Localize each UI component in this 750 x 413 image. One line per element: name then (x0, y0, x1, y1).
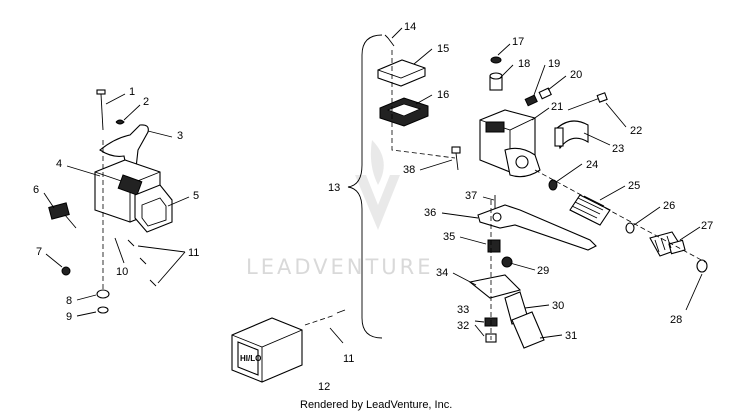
callout-35: 35 (443, 231, 455, 243)
callout-1: 1 (129, 86, 135, 98)
screw-11b (336, 309, 346, 314)
hilo-switch-12: HI/LO (231, 309, 346, 383)
callout-7: 7 (36, 246, 42, 258)
ring-26 (625, 222, 635, 234)
callout-29: 29 (537, 265, 549, 277)
callout-19: 19 (548, 58, 560, 70)
bolt-1 (96, 89, 106, 131)
washer-24 (548, 179, 558, 191)
callout-11a: 11 (188, 247, 199, 259)
callout-21: 21 (551, 101, 563, 113)
switch-cover-5 (134, 184, 173, 233)
callout-20: 20 (570, 69, 582, 81)
brake-lever-36 (477, 204, 597, 251)
bolt-38 (451, 146, 461, 171)
callout-38: 38 (403, 164, 415, 176)
callout-9: 9 (66, 311, 72, 323)
fitting-19 (524, 94, 538, 107)
callout-18: 18 (518, 58, 530, 70)
switch-31 (511, 311, 545, 349)
callout-6: 6 (33, 184, 39, 196)
callout-27: 27 (701, 220, 713, 232)
clip-2 (115, 119, 125, 125)
callout-11b: 11 (343, 353, 354, 365)
watermark-logo (355, 140, 400, 230)
callout-22: 22 (630, 125, 642, 137)
hilo-label: HI/LO (240, 354, 261, 363)
plug-18 (489, 72, 503, 91)
callout-labels: 1 2 3 4 5 6 7 8 9 10 11 11 12 13 14 15 1… (33, 21, 713, 393)
washer-9 (97, 306, 109, 314)
master-cylinder-21 (479, 109, 541, 178)
fitting-20 (538, 87, 552, 100)
ring-17 (490, 56, 502, 64)
brake-switch-27 (649, 231, 686, 257)
leader-lines (43, 27, 703, 344)
callout-36: 36 (424, 207, 436, 219)
footer-caption: Rendered by LeadVenture, Inc. (300, 399, 452, 411)
callout-32: 32 (457, 320, 469, 332)
callout-3: 3 (177, 130, 183, 142)
callout-30: 30 (552, 300, 564, 312)
oring-28 (696, 259, 708, 273)
bracket-34 (468, 274, 522, 299)
callout-28: 28 (670, 314, 682, 326)
callout-26: 26 (663, 200, 675, 212)
nut-29 (501, 256, 513, 268)
screws-11 (127, 239, 157, 287)
callout-24: 24 (586, 159, 598, 171)
cap-15 (377, 59, 426, 87)
callout-25: 25 (628, 180, 640, 192)
callout-10: 10 (116, 266, 128, 278)
nut-7 (61, 266, 71, 276)
callout-17: 17 (512, 36, 524, 48)
callout-14: 14 (404, 21, 416, 33)
group-bracket-13 (347, 34, 383, 339)
connector-6 (48, 202, 77, 229)
left-switch-assembly (48, 89, 173, 314)
callout-13: 13 (328, 182, 340, 194)
callout-34: 34 (436, 267, 448, 279)
callout-12: 12 (318, 381, 330, 393)
bushing-35 (487, 239, 501, 253)
callout-2: 2 (143, 96, 149, 108)
callout-5: 5 (193, 190, 199, 202)
callout-31: 31 (565, 330, 577, 342)
callout-16: 16 (437, 89, 449, 101)
clamp-23 (554, 120, 589, 150)
callout-15: 15 (437, 43, 449, 55)
spring-25 (569, 194, 611, 226)
callout-23: 23 (612, 143, 624, 155)
right-brake-assembly (377, 34, 708, 349)
callout-37: 37 (465, 190, 477, 202)
callout-33: 33 (457, 304, 469, 316)
watermark-text: LEADVENTURE (246, 255, 434, 279)
lever-3 (99, 124, 149, 171)
callout-4: 4 (56, 158, 62, 170)
washer-8 (96, 289, 110, 299)
callout-8: 8 (66, 295, 72, 307)
